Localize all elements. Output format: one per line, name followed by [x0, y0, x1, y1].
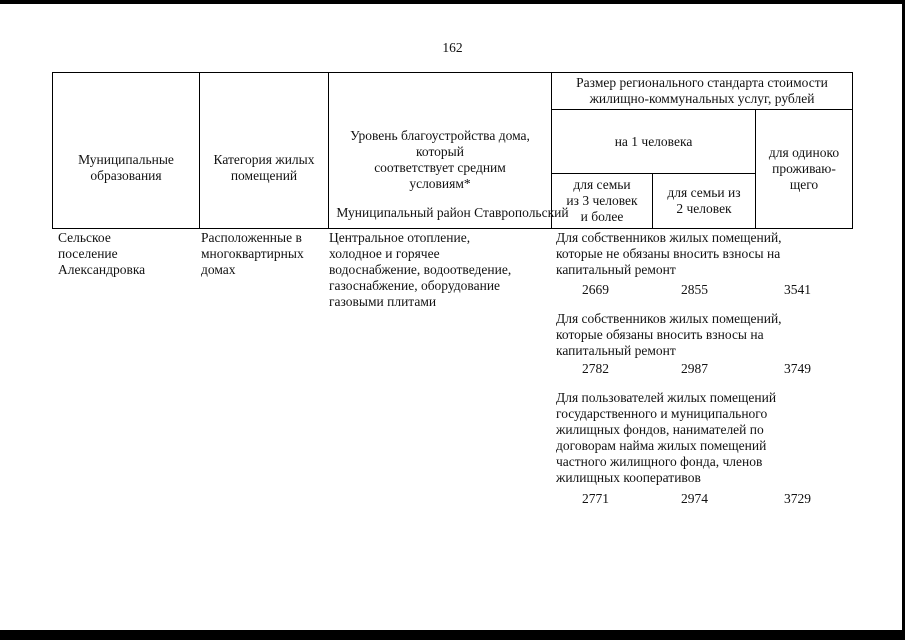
header-family2: для семьи из 2 человек — [652, 173, 756, 229]
value-family3: 2771 — [582, 491, 609, 506]
header-standard: Размер регионального стандарта стоимости… — [551, 72, 853, 110]
category-cell: Расположенные в многоквартирных домах — [201, 230, 304, 277]
page-number: 162 — [442, 40, 463, 55]
value-single: 3749 — [784, 361, 811, 376]
header-table: Муниципальные образования Категория жилы… — [52, 72, 853, 229]
section-title: Муниципальный район Ставропольский — [336, 205, 569, 220]
scan-bottom-border — [0, 630, 905, 640]
header-per-person: на 1 человека — [551, 109, 756, 174]
municipality-cell: Сельское поселение Александровка — [58, 230, 146, 277]
header-level: Уровень благоустройства дома, который со… — [328, 72, 552, 229]
header-category: Категория жилых помещений — [199, 72, 329, 229]
value-family2: 2987 — [681, 361, 708, 376]
scan-top-border — [0, 0, 905, 4]
header-single: для одиноко проживаю- щего — [755, 109, 853, 229]
value-family3: 2782 — [582, 361, 609, 376]
value-family2: 2974 — [681, 491, 708, 506]
group-3-text: Для пользователей жилых помещений госуда… — [556, 390, 777, 485]
group-2-text: Для собственников жилых помещений, котор… — [556, 311, 782, 358]
value-family2: 2855 — [681, 282, 708, 297]
scan-right-border — [902, 0, 905, 640]
group-1-text: Для собственников жилых помещений, котор… — [556, 230, 782, 277]
header-family3: для семьи из 3 человек и более — [551, 173, 653, 229]
value-single: 3541 — [784, 282, 811, 297]
value-single: 3729 — [784, 491, 811, 506]
header-municipality: Муниципальные образования — [52, 72, 200, 229]
value-family3: 2669 — [582, 282, 609, 297]
level-cell: Центральное отопление, холодное и горяче… — [329, 230, 512, 309]
